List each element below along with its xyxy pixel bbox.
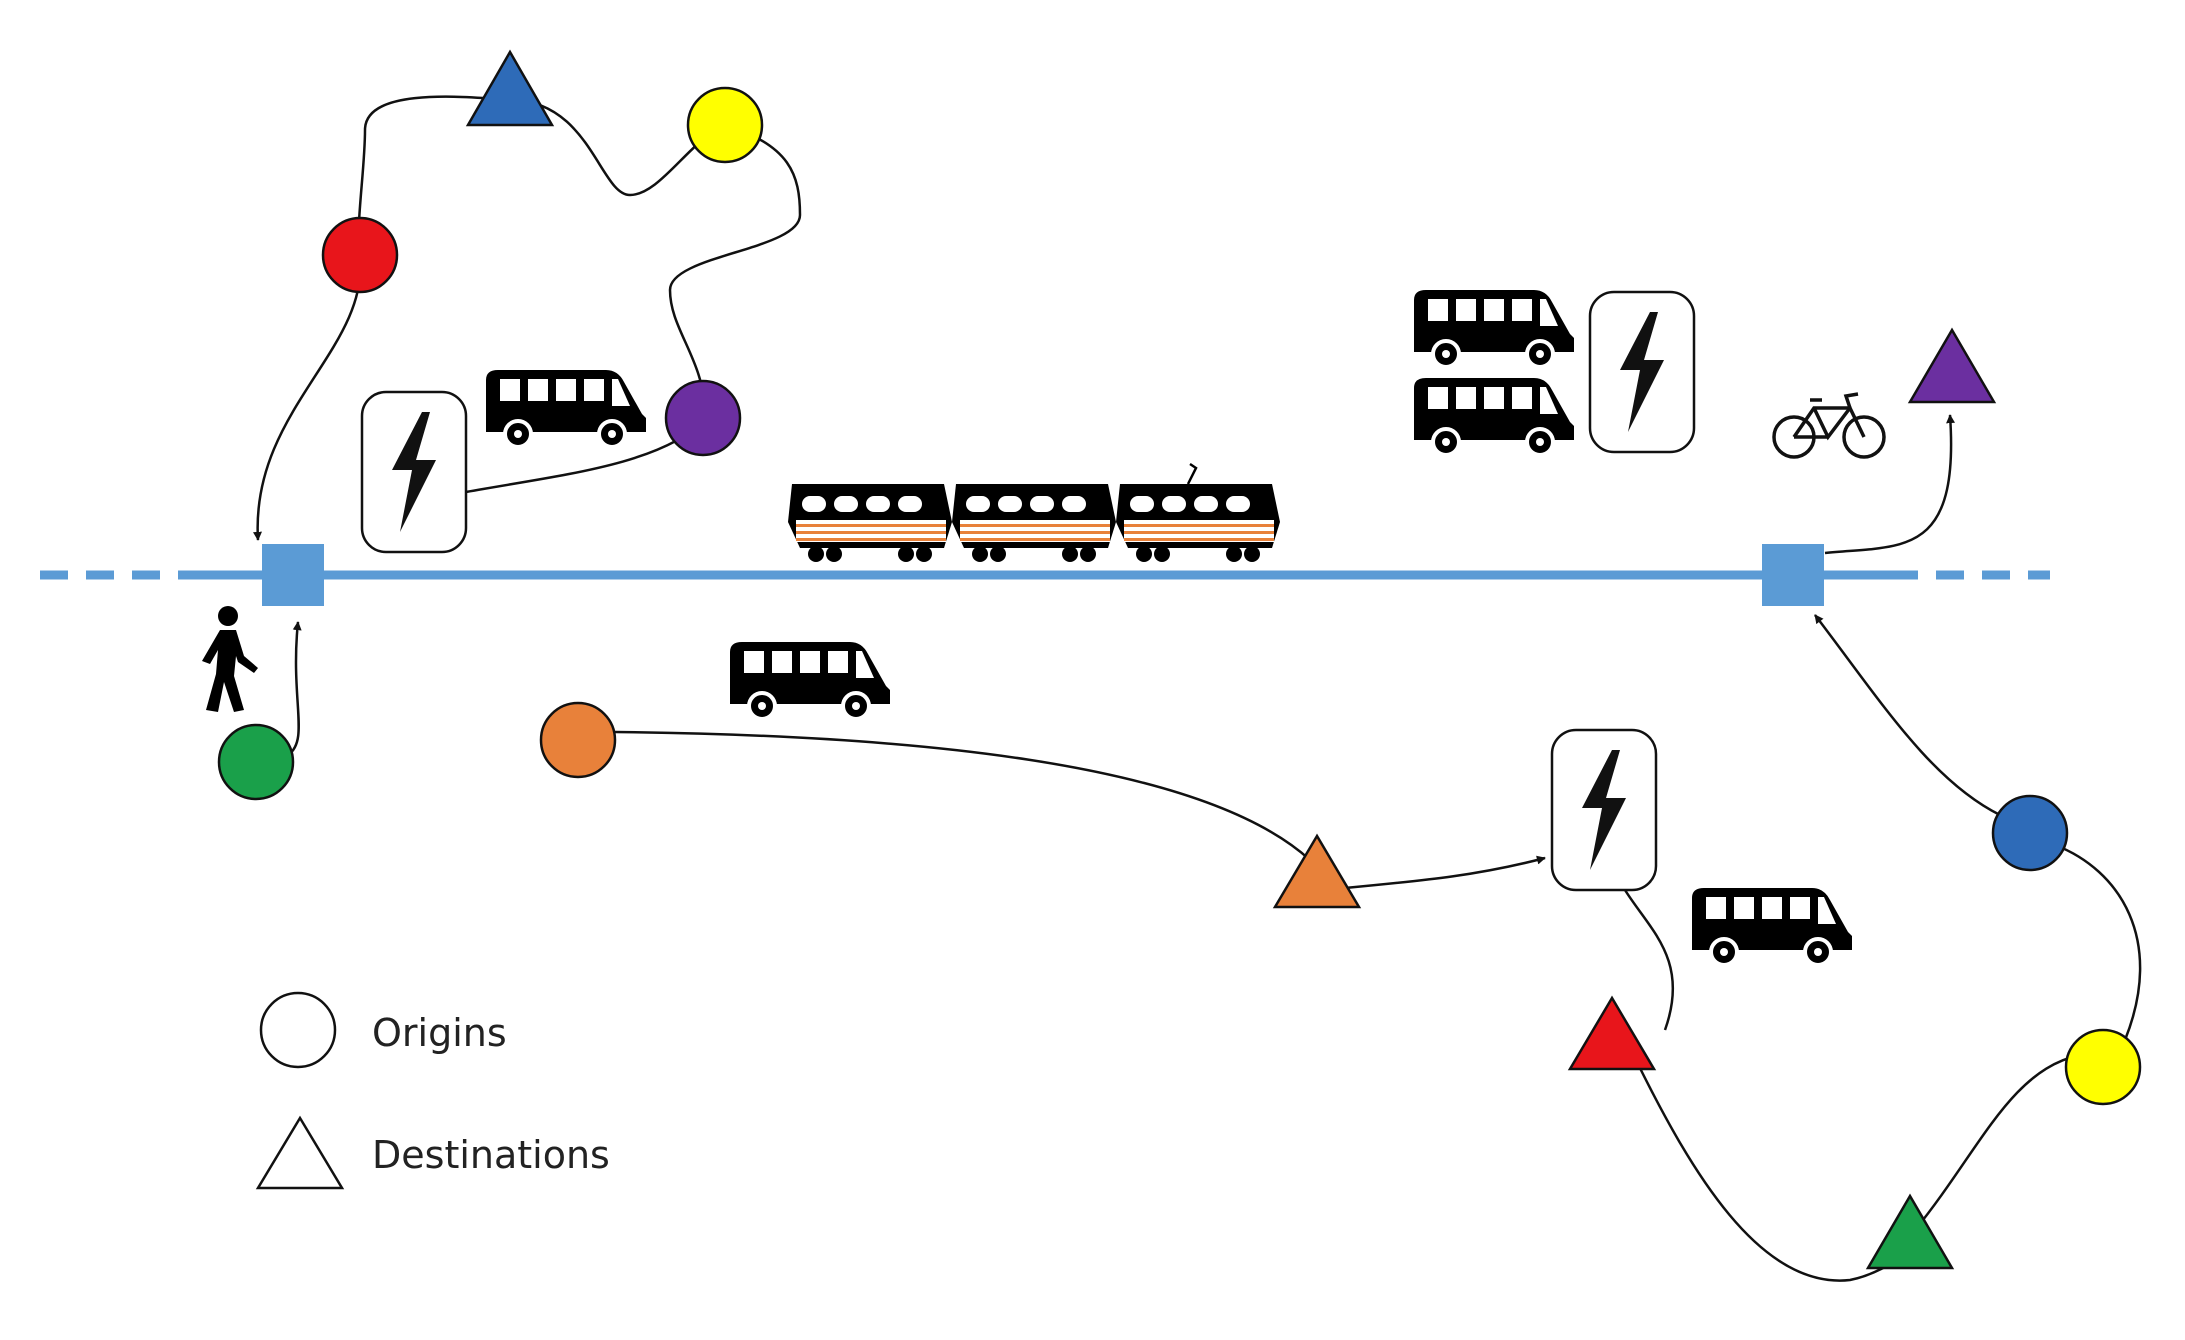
route-orange-destination-to-charger (1344, 855, 1546, 890)
route-green-destination-to-yellow (1914, 1053, 2081, 1231)
rail-stop-left (262, 544, 324, 606)
shuttle-bus-icon (1412, 288, 1576, 369)
route-upper-left (357, 95, 802, 416)
bicycle-icon (1772, 392, 1886, 459)
origin-purple (664, 379, 742, 457)
destination-purple (1907, 327, 1997, 404)
origin-green (217, 723, 295, 801)
legend-origin-symbol (259, 991, 337, 1069)
shuttle-bus-icon (1412, 376, 1576, 457)
destination-blue (465, 49, 555, 127)
destination-orange (1272, 833, 1362, 909)
route-orange-to-orange-destination (614, 730, 1311, 861)
route-blue-to-stop (1814, 614, 2001, 817)
origin-yellow-right (2064, 1028, 2142, 1106)
shuttle-bus-icon (728, 640, 892, 721)
pedestrian-icon (202, 606, 258, 712)
charging-station-icon (1550, 728, 1658, 892)
rail-stop-right (1762, 544, 1824, 606)
legend-destination-symbol (255, 1115, 345, 1190)
origin-red (321, 216, 399, 294)
charging-station-icon (1588, 290, 1696, 454)
route-red-destination-to-green-destination (1633, 1057, 1916, 1282)
legend: Origins Destinations (255, 991, 610, 1190)
charging-station-icon (360, 390, 468, 554)
route-red-to-stop (253, 254, 362, 541)
origin-blue (1991, 794, 2069, 872)
origin-yellow (686, 86, 764, 164)
legend-destinations-label: Destinations (372, 1133, 610, 1177)
destination-green (1865, 1193, 1955, 1270)
shuttle-bus-icon (484, 368, 648, 449)
route-yellow-to-blue (2054, 843, 2142, 1041)
destination-red (1567, 995, 1657, 1071)
route-charger-to-red-destination (1623, 889, 1675, 1031)
legend-origins-label: Origins (372, 1011, 507, 1055)
route-green-to-stop (287, 621, 302, 757)
route-stop-to-purple-destination (1824, 414, 1956, 555)
origin-orange (539, 701, 617, 779)
train-icon (788, 462, 1280, 562)
shuttle-bus-icon (1690, 886, 1854, 967)
